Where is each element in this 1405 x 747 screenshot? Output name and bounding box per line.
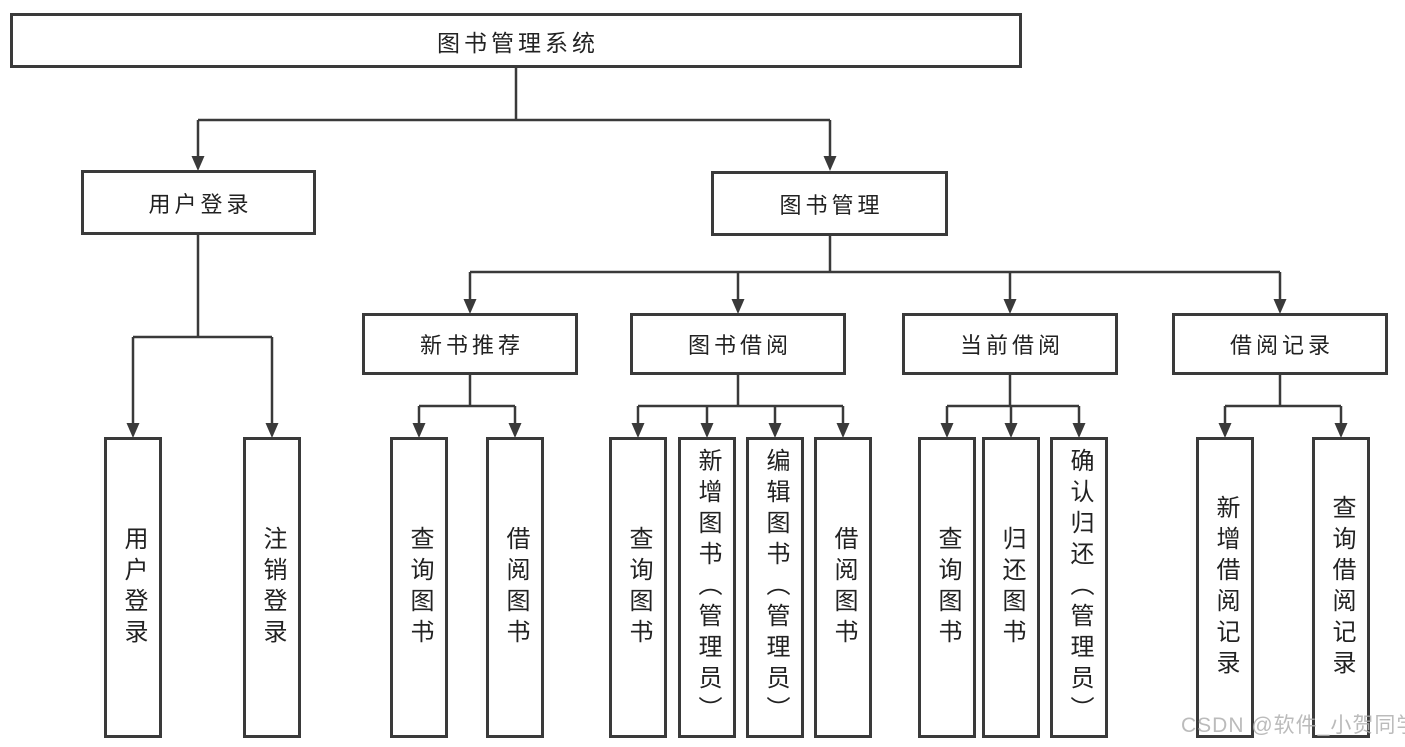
node-label: 查询借阅记录 <box>1328 494 1355 681</box>
node-label: 借阅图书 <box>830 525 857 650</box>
arrowhead <box>126 423 140 438</box>
leaf-confirm-return-admin: 确认归还（管理员） <box>1050 437 1108 738</box>
leaf-user-login: 用户登录 <box>104 437 162 738</box>
node-label: 图书借阅 <box>687 333 792 358</box>
leaf-query-borrow-record: 查询借阅记录 <box>1312 437 1370 738</box>
arrowhead <box>1004 423 1018 438</box>
node-current-borrow: 当前借阅 <box>902 313 1118 375</box>
arrowhead <box>1218 423 1232 438</box>
arrowhead <box>1072 423 1086 438</box>
node-label: 新增借阅记录 <box>1212 494 1239 681</box>
node-label: 用户登录 <box>120 525 147 650</box>
arrowhead <box>836 423 850 438</box>
leaf-add-books-admin: 新增图书（管理员） <box>678 437 736 738</box>
arrowhead <box>463 299 477 314</box>
arrowhead <box>412 423 426 438</box>
node-label: 当前借阅 <box>959 333 1064 358</box>
leaf-borrow-books: 借阅图书 <box>814 437 872 738</box>
arrowhead <box>1273 299 1287 314</box>
node-label: 查询图书 <box>934 525 961 650</box>
node-book-borrow: 图书借阅 <box>630 313 846 375</box>
leaf-edit-books-admin: 编辑图书（管理员） <box>746 437 804 738</box>
node-label: 新增图书（管理员） <box>694 448 721 727</box>
node-label: 新书推荐 <box>419 333 524 358</box>
leaf-borrow-books-recommend: 借阅图书 <box>486 437 544 738</box>
leaf-query-books-current: 查询图书 <box>918 437 976 738</box>
arrowhead <box>940 423 954 438</box>
node-user-login: 用户登录 <box>81 170 316 235</box>
arrowhead <box>265 423 279 438</box>
node-label: 归还图书 <box>998 525 1025 650</box>
leaf-add-borrow-record: 新增借阅记录 <box>1196 437 1254 738</box>
arrowhead <box>768 423 782 438</box>
leaf-return-books: 归还图书 <box>982 437 1040 738</box>
node-label: 图书管理 <box>779 192 884 218</box>
arrowhead <box>191 156 205 171</box>
arrowhead <box>1003 299 1017 314</box>
leaf-query-books-recommend: 查询图书 <box>390 437 448 738</box>
node-label: 查询图书 <box>625 525 652 650</box>
watermark: CSDN @软件_小贺同学 <box>1181 714 1405 737</box>
node-library-management-system: 图书管理系统 <box>10 13 1022 68</box>
arrowhead <box>731 299 745 314</box>
arrowhead <box>1334 423 1348 438</box>
node-label: 借阅图书 <box>502 525 529 650</box>
node-new-book-recommend: 新书推荐 <box>362 313 578 375</box>
node-borrow-records: 借阅记录 <box>1172 313 1388 375</box>
leaf-logout: 注销登录 <box>243 437 301 738</box>
arrowhead <box>700 423 714 438</box>
node-label: 编辑图书（管理员） <box>762 448 789 727</box>
node-label: 注销登录 <box>259 525 286 650</box>
node-label: 查询图书 <box>406 525 433 650</box>
node-label: 确认归还（管理员） <box>1066 448 1093 727</box>
node-label: 借阅记录 <box>1229 333 1334 358</box>
arrowhead <box>823 156 837 171</box>
arrowhead <box>508 423 522 438</box>
leaf-query-books-borrow: 查询图书 <box>609 437 667 738</box>
node-label: 图书管理系统 <box>437 29 599 56</box>
node-book-management: 图书管理 <box>711 171 948 236</box>
arrowhead <box>631 423 645 438</box>
node-label: 用户登录 <box>148 191 253 217</box>
